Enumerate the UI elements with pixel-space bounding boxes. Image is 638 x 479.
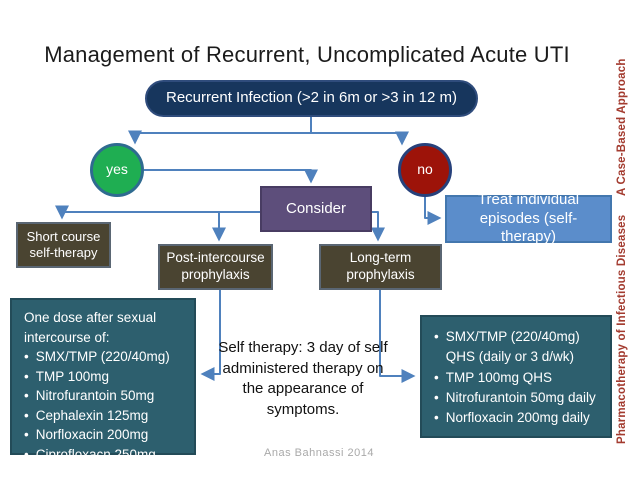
node-post-intercourse: Post-intercourse prophylaxis xyxy=(158,244,273,290)
node-recurrent-infection: Recurrent Infection (>2 in 6m or >3 in 1… xyxy=(145,80,478,117)
author-credit: Anas Bahnassi 2014 xyxy=(264,447,374,459)
list-item: TMP 100mg QHS xyxy=(434,368,602,388)
connector-no-to-treat xyxy=(424,196,442,225)
connector-consider-to-shortcourse xyxy=(55,205,260,220)
connector-consider-to-longterm xyxy=(371,211,385,242)
node-yes: yes xyxy=(90,143,144,197)
self-therapy-note: Self therapy: 3 day of self administered… xyxy=(218,339,388,419)
long-term-detail-box: SMX/TMP (220/40mg) QHS (daily or 3 d/wk)… xyxy=(420,315,612,438)
bullet-icon xyxy=(24,347,29,367)
node-short-course: Short course self-therapy xyxy=(16,222,111,268)
book-title-vertical: Pharmacotherapy of Infectious Diseases xyxy=(616,214,628,444)
bullet-icon xyxy=(434,368,439,388)
list-item: Nitrofurantoin 50mg xyxy=(24,386,186,406)
node-consider: Consider xyxy=(260,186,372,232)
bullet-icon xyxy=(434,388,439,408)
detail-heading: One dose after sexual intercourse of: xyxy=(24,310,157,345)
list-item: Norfloxacin 200mg daily xyxy=(434,408,602,428)
node-treat-individual: Treat individual episodes (self-therapy) xyxy=(445,191,612,245)
node-long-term: Long-term prophylaxis xyxy=(319,244,442,290)
list-item: SMX/TMP (220/40mg) xyxy=(24,347,186,367)
bullet-icon xyxy=(434,327,439,368)
bullet-icon xyxy=(24,425,29,445)
book-subtitle-vertical: A Case-Based Approach xyxy=(616,58,628,196)
list-item: Cephalexin 125mg xyxy=(24,406,186,426)
drug-list: SMX/TMP (220/40mg) TMP 100mg Nitrofurant… xyxy=(24,347,186,464)
drug-list: SMX/TMP (220/40mg) QHS (daily or 3 d/wk)… xyxy=(434,327,602,428)
slide-title: Management of Recurrent, Uncomplicated A… xyxy=(44,42,570,67)
bullet-icon xyxy=(434,408,439,428)
list-item: SMX/TMP (220/40mg) QHS (daily or 3 d/wk) xyxy=(434,327,602,368)
bullet-icon xyxy=(24,406,29,426)
connector-yes-to-consider xyxy=(144,169,318,184)
list-item: Nitrofurantoin 50mg daily xyxy=(434,388,602,408)
bullet-icon xyxy=(24,386,29,406)
list-item: TMP 100mg xyxy=(24,367,186,387)
node-no: no xyxy=(398,143,452,197)
post-intercourse-detail-box: One dose after sexual intercourse of: SM… xyxy=(10,298,196,462)
list-item: Ciprofloxacn 250mg xyxy=(24,445,186,465)
bullet-icon xyxy=(24,367,29,387)
list-item: Norfloxacin 200mg xyxy=(24,425,186,445)
